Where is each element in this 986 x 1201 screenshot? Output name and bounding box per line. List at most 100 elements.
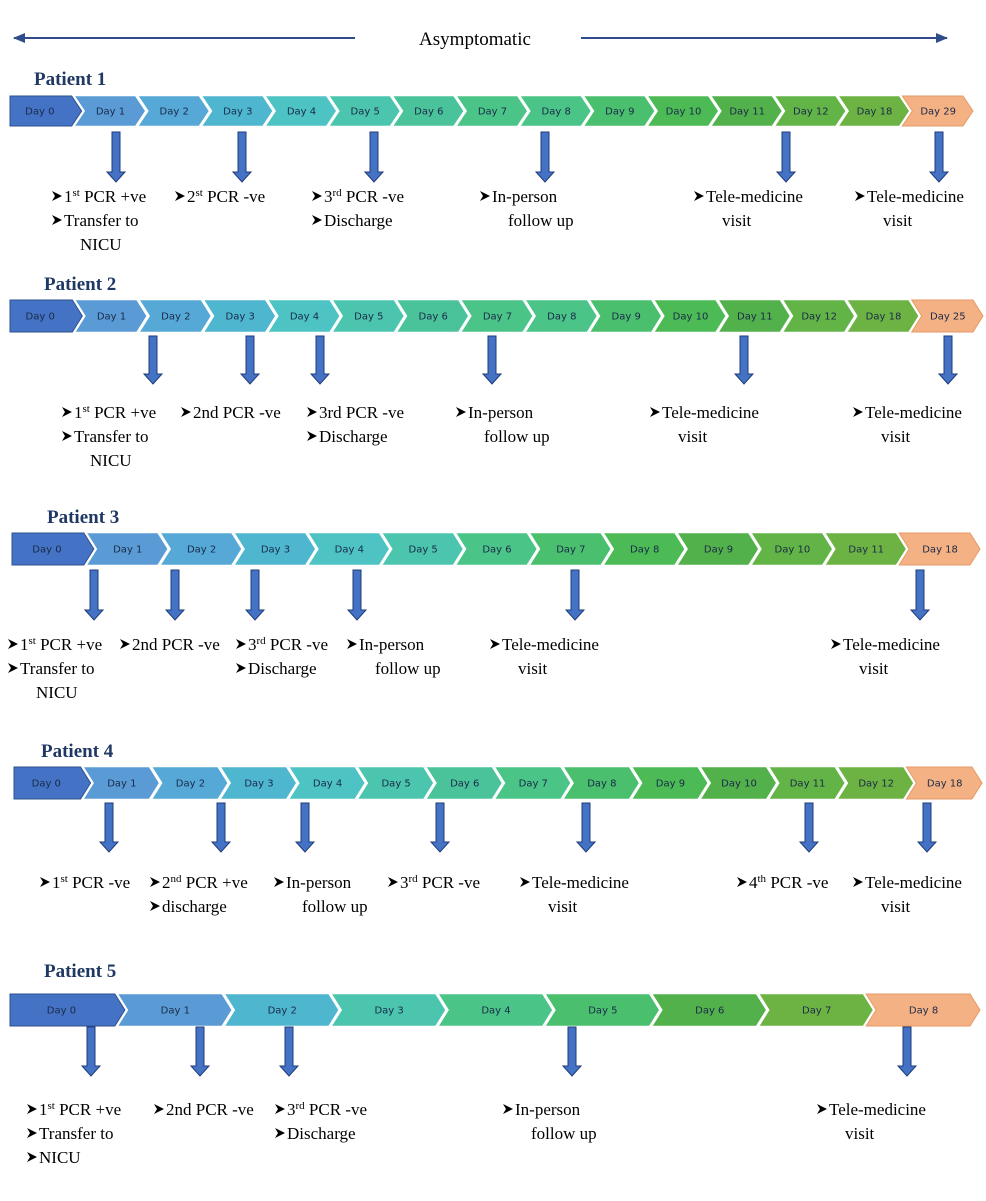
event-arrow: [239, 335, 261, 385]
event-annotation: NICU: [36, 683, 78, 702]
event-annotation: 1st PCR -ve: [52, 873, 130, 892]
day-label: Day 7: [478, 107, 507, 118]
day-segment: [905, 766, 983, 800]
bullet-arrow-icon: [490, 639, 500, 649]
bullet-arrow-icon: [275, 1128, 285, 1138]
day-segment: [332, 299, 405, 333]
patient-title: Patient 2: [44, 274, 116, 295]
day-label: Day 11: [848, 545, 884, 556]
day-label: Day 1: [96, 107, 125, 118]
event-annotation: 4th PCR -ve: [749, 873, 828, 892]
down-arrow-icon: [429, 802, 451, 853]
day-segment: [677, 532, 759, 566]
down-arrow-icon: [210, 802, 232, 853]
day-label: Day 5: [381, 779, 410, 790]
event-annotation: follow up: [531, 1124, 597, 1143]
event-arrow: [561, 1026, 583, 1077]
down-arrow-icon: [928, 131, 950, 183]
bullet-arrow-icon: [154, 1104, 164, 1114]
day-label: Day 11: [737, 312, 773, 323]
event-annotation: 1st PCR +ve: [39, 1100, 121, 1119]
day-segment: [139, 299, 212, 333]
bullet-arrow-icon: [27, 1152, 37, 1162]
day-label: Day 8: [542, 107, 571, 118]
event-annotation: Discharge: [287, 1124, 356, 1143]
day-label: Day 8: [587, 779, 616, 790]
day-segment: [9, 993, 126, 1027]
event-annotation: Tele-medicine: [829, 1100, 926, 1119]
day-segment: [233, 532, 316, 566]
day-segment: [267, 299, 341, 333]
day-segment: [910, 299, 984, 333]
event-arrow: [481, 335, 503, 385]
event-annotation: In-person: [286, 873, 352, 892]
event-annotation: 3rd PCR -ve: [400, 873, 480, 892]
day-label: Day 4: [313, 779, 342, 790]
day-label: Day 4: [335, 545, 364, 556]
day-segment: [563, 766, 640, 800]
event-annotation: Discharge: [319, 427, 388, 446]
down-arrow-icon: [564, 569, 586, 621]
day-segment: [647, 95, 719, 127]
event-annotation: visit: [883, 211, 913, 230]
day-segment: [710, 95, 783, 127]
day-segment: [718, 299, 791, 333]
bullet-arrow-icon: [150, 877, 160, 887]
day-label: Day 9: [704, 545, 733, 556]
day-segment: [774, 95, 847, 127]
event-annotation: 2nd PCR -ve: [193, 403, 281, 422]
bullet-arrow-icon: [62, 431, 72, 441]
day-label: Day 6: [419, 312, 448, 323]
day-label: Day 18: [857, 107, 893, 118]
bullet-arrow-icon: [307, 407, 317, 417]
patient-title: Patient 5: [44, 961, 116, 982]
bullet-arrow-icon: [312, 215, 322, 225]
bullet-arrow-icon: [650, 407, 660, 417]
day-label: Day 0: [26, 312, 55, 323]
event-annotation: 3rd PCR -ve: [248, 635, 328, 654]
down-arrow-icon: [105, 131, 127, 183]
day-label: Day 8: [547, 312, 576, 323]
event-arrow: [189, 1026, 211, 1077]
day-label: Day 18: [866, 312, 902, 323]
event-arrow: [105, 131, 127, 183]
day-label: Day 10: [666, 107, 702, 118]
down-arrow-icon: [775, 131, 797, 183]
day-label: Day 6: [482, 545, 511, 556]
event-annotation: Tele-medicine: [867, 187, 964, 206]
day-segment: [86, 532, 169, 566]
day-segment: [700, 766, 777, 800]
event-arrow: [916, 802, 938, 853]
event-arrow: [142, 335, 164, 385]
down-arrow-icon: [294, 802, 316, 853]
day-label: Day 3: [261, 545, 290, 556]
day-label: Day 7: [483, 312, 512, 323]
event-annotation: Transfer to: [74, 427, 148, 446]
day-label: Day 5: [354, 312, 383, 323]
day-label: Day 6: [414, 107, 443, 118]
patient-title: Patient 4: [41, 741, 114, 762]
day-segment: [288, 766, 366, 800]
day-segment: [603, 532, 685, 566]
event-arrow: [937, 335, 959, 385]
event-annotation: Tele-medicine: [706, 187, 803, 206]
day-label: Day 0: [25, 107, 54, 118]
bullet-arrow-icon: [312, 191, 322, 201]
down-arrow-icon: [896, 1026, 918, 1077]
event-arrow: [775, 131, 797, 183]
down-arrow-icon: [346, 569, 368, 621]
day-segment: [838, 95, 910, 127]
day-label: Day 2: [161, 312, 190, 323]
event-annotation: visit: [881, 897, 911, 916]
day-label: Day 11: [729, 107, 765, 118]
bullet-arrow-icon: [175, 191, 185, 201]
day-label: Day 8: [630, 545, 659, 556]
day-segment: [425, 766, 503, 800]
day-label: Day 5: [588, 1006, 617, 1017]
day-label: Day 7: [519, 779, 548, 790]
down-arrow-icon: [575, 802, 597, 853]
day-label: Day 9: [656, 779, 685, 790]
day-label: Day 4: [287, 107, 316, 118]
